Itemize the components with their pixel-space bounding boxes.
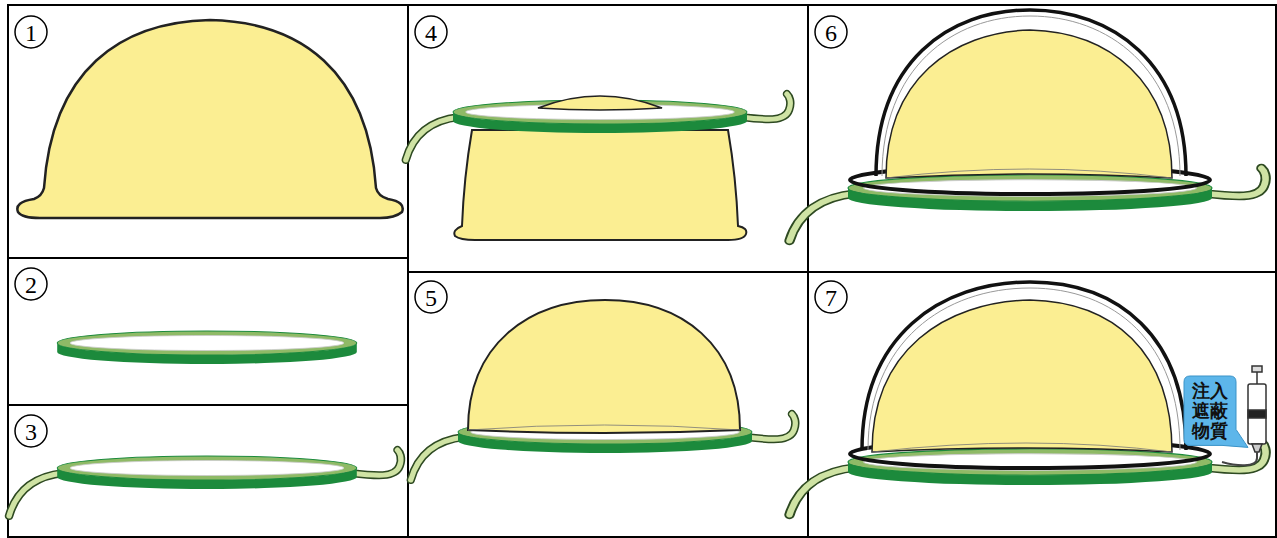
callout-number: 3 bbox=[25, 420, 37, 444]
callout-number: 5 bbox=[425, 286, 437, 310]
callout-number: 6 bbox=[825, 21, 837, 45]
bubble-shape bbox=[1184, 376, 1248, 447]
speech-bubble: 注入遮蔽物質 bbox=[1184, 376, 1236, 445]
callout-number: 1 bbox=[25, 21, 37, 45]
callout-number: 2 bbox=[25, 273, 37, 297]
callout-number: 4 bbox=[425, 21, 437, 45]
bubble-text: 注入遮蔽物質 bbox=[1192, 381, 1228, 440]
callout-number: 7 bbox=[825, 286, 837, 310]
